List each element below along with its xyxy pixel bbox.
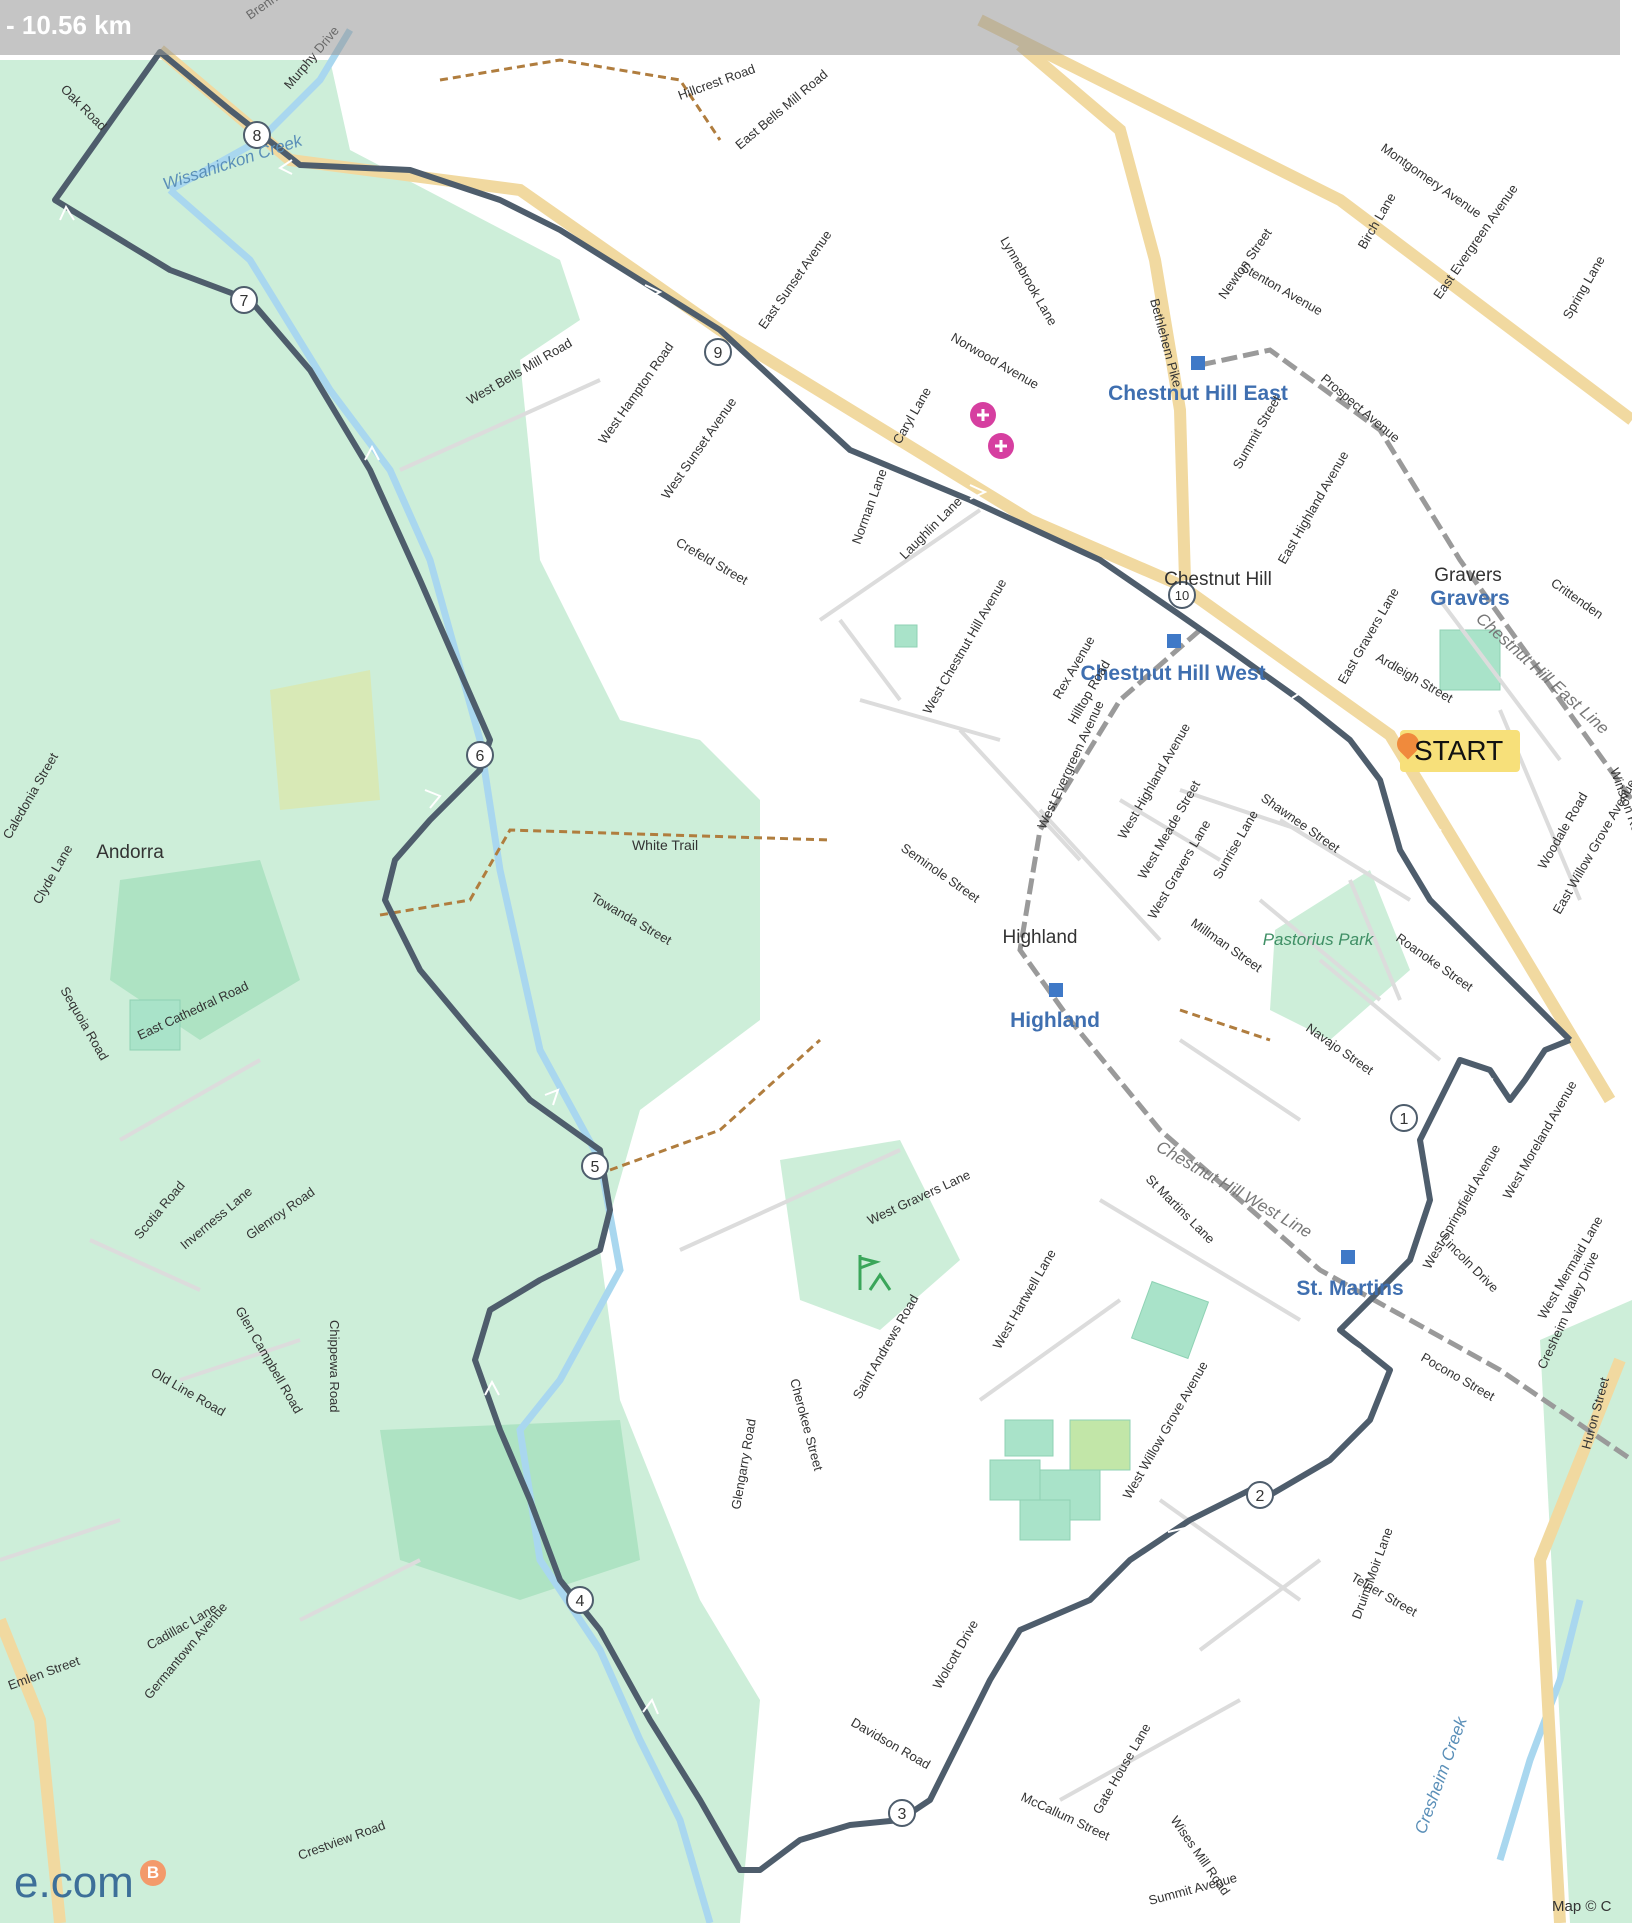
hospital-icons	[970, 402, 1014, 459]
street-label: East Sunset Avenue	[755, 227, 834, 331]
place-label: Andorra	[96, 842, 164, 863]
street-label: Crittenden	[1548, 575, 1606, 622]
street-label: Spring Lane	[1560, 253, 1608, 321]
street-label: Prospect Avenue	[1318, 371, 1403, 446]
street-label: Newton Street	[1215, 225, 1275, 301]
street-label: West Highland Avenue	[1115, 720, 1194, 841]
minor-streets	[0, 378, 1582, 1802]
street-label: Lynnebrook Lane	[997, 234, 1060, 328]
km-marker-6-label: 6	[476, 748, 485, 765]
km-marker-2-label: 2	[1256, 1488, 1265, 1505]
brand-badge-icon: B	[140, 1860, 166, 1886]
place-label: Highland	[1003, 927, 1078, 948]
station-label: St. Martins	[1296, 1277, 1403, 1300]
km-marker-1-label: 1	[1400, 1111, 1409, 1128]
park-areas	[0, 60, 1632, 1923]
km-marker-7: 7	[230, 286, 258, 314]
station-label: Highland	[1010, 1009, 1100, 1032]
rail-line-label: Chestnut Hill West Line	[1153, 1137, 1315, 1242]
street-label: Wolcott Drive	[930, 1617, 982, 1691]
km-marker-4-label: 4	[576, 1593, 585, 1610]
km-marker-7-label: 7	[240, 293, 249, 310]
station-label: Chestnut Hill West	[1080, 662, 1265, 685]
km-marker-4: 4	[566, 1586, 594, 1614]
street-label: Caryl Lane	[890, 385, 934, 447]
place-labels: Andorra Chestnut Hill Highland Gravers P…	[96, 565, 1502, 949]
street-label: Chippewa Road	[327, 1320, 342, 1413]
km-marker-10: 10	[1168, 581, 1196, 609]
street-label: East Highland Avenue	[1275, 448, 1352, 566]
station-icon	[1191, 356, 1205, 370]
km-marker-5-label: 5	[591, 1159, 600, 1176]
distance-bar: - 10.56 km	[0, 0, 1620, 55]
street-label: Hillcrest Road	[676, 61, 757, 103]
km-marker-10-label: 10	[1175, 588, 1189, 603]
start-marker[interactable]	[1400, 730, 1520, 772]
place-label: Chestnut Hill	[1164, 569, 1272, 590]
street-label: Bethlehem Pike	[1147, 297, 1185, 389]
station-icon	[1049, 983, 1063, 997]
street-label: Pocono Street	[1419, 1350, 1498, 1404]
km-marker-3: 3	[888, 1799, 916, 1827]
station-icon	[1341, 1250, 1355, 1264]
station-label: Gravers	[1430, 587, 1509, 610]
km-marker-1: 1	[1390, 1104, 1418, 1132]
station-icons	[1049, 356, 1355, 1264]
street-label: West Chestnut Hill Avenue	[920, 576, 1010, 716]
park-label: Pastorius Park	[1263, 930, 1375, 949]
km-marker-8-label: 8	[253, 128, 262, 145]
street-label: Norwood Avenue	[949, 330, 1042, 392]
street-label: East Bells Mill Road	[732, 66, 830, 152]
km-marker-9: 9	[704, 338, 732, 366]
km-marker-8: 8	[243, 121, 271, 149]
golf-icon	[858, 1255, 892, 1291]
street-label: Davidson Road	[849, 1715, 933, 1772]
km-marker-6: 6	[466, 741, 494, 769]
street-label: West Hartwell Lane	[990, 1247, 1059, 1352]
street-label: Stenton Avenue	[1239, 260, 1326, 319]
street-label: Gate House Lane	[1090, 1721, 1154, 1817]
km-marker-2: 2	[1246, 1481, 1274, 1509]
street-label: Sunrise Lane	[1210, 808, 1261, 882]
station-labels: Chestnut Hill East Chestnut Hill West Hi…	[1010, 382, 1510, 1300]
trail-label: White Trail	[632, 837, 698, 853]
street-label: West Hampton Road	[595, 339, 676, 446]
street-label: Montgomery Avenue	[1378, 140, 1484, 221]
route-track	[52, 49, 1573, 1873]
street-label: Norman Lane	[849, 467, 890, 546]
street-label: East Evergreen Avenue	[1430, 181, 1520, 301]
street-label: West Willow Grove Avenue	[1120, 1359, 1211, 1502]
km-markers[interactable]: 1 2 3 4 5 6 7 8 9 10	[230, 121, 1418, 1827]
map-credit: Map © C	[1552, 1898, 1612, 1915]
km-marker-9-label: 9	[714, 345, 723, 362]
brand-logo-text: e.com	[14, 1858, 134, 1907]
km-marker-3-label: 3	[898, 1806, 907, 1823]
start-label: START	[1414, 735, 1504, 766]
stream-label: Cresheim Creek	[1411, 1713, 1471, 1836]
trails	[379, 58, 1271, 1172]
rail-lines	[1017, 347, 1632, 1463]
street-label: Millman Street	[1188, 915, 1265, 975]
street-label: Cherokee Street	[787, 1377, 826, 1473]
street-label: Crefeld Street	[674, 535, 751, 588]
station-label: Chestnut Hill East	[1108, 382, 1288, 405]
street-label: Glengarry Road	[728, 1418, 759, 1511]
route-distance: - 10.56 km	[6, 10, 132, 40]
street-label: Seminole Street	[898, 840, 983, 906]
place-label: Gravers	[1434, 565, 1502, 586]
street-label: Shawnee Street	[1258, 790, 1343, 856]
route-direction-arrows	[59, 159, 1494, 1715]
km-marker-5: 5	[581, 1152, 609, 1180]
station-icon	[1167, 634, 1181, 648]
street-label: West Sunset Avenue	[658, 395, 739, 502]
street-label: West Gravers Lane	[1145, 817, 1214, 921]
